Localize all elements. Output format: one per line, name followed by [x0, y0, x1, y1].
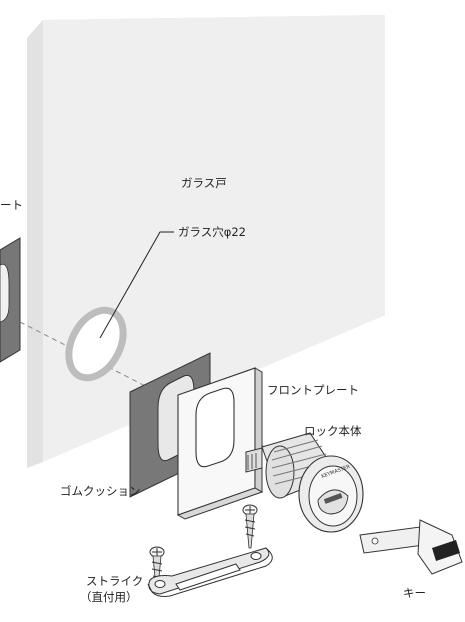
label-glass-door: ガラス戸: [181, 176, 227, 190]
label-front-plate: フロントプレート: [267, 383, 359, 397]
glass-hole-leader: [99, 231, 174, 339]
label-strike-line2: （直付用）: [80, 590, 138, 604]
front-plate: [176, 367, 264, 520]
label-rubber-cushion: ゴムクッション: [60, 484, 141, 498]
key: [359, 519, 463, 575]
label-strike-line1: ストライク: [86, 574, 144, 588]
label-lock-body: ロック本体: [304, 424, 362, 438]
glass-hole: [65, 306, 127, 382]
lock-cylinder: [245, 432, 364, 533]
label-key: キー: [403, 586, 426, 600]
label-cut-left-top: ート: [0, 198, 23, 212]
left-plate-partial: [0, 237, 21, 363]
label-glass-hole: ガラス穴φ22: [178, 225, 246, 239]
screw-right: [242, 504, 258, 549]
strike-plate: [147, 547, 273, 597]
